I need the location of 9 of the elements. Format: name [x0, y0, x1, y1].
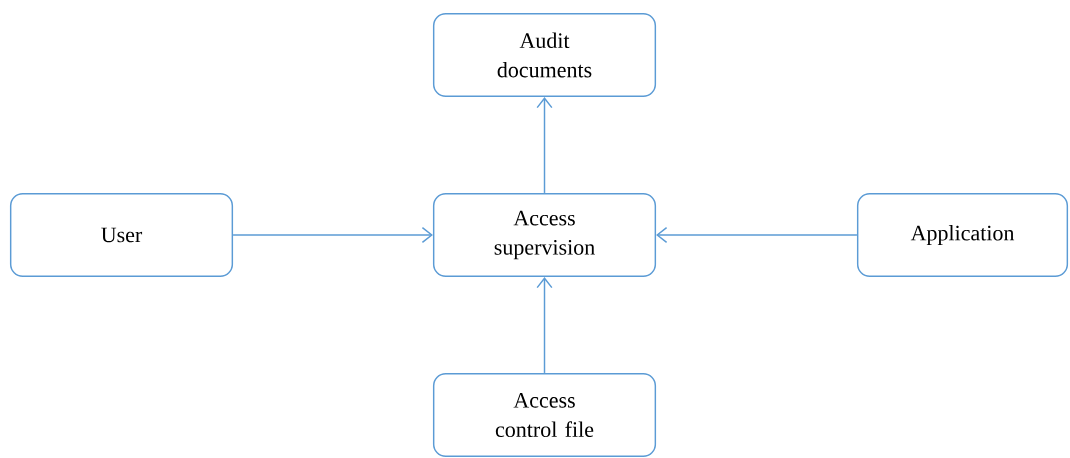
- process-box: User: [9, 192, 234, 278]
- process-box: Audit documents: [432, 12, 657, 98]
- process-box: Application: [856, 192, 1069, 278]
- arrow: [536, 97, 553, 194]
- arrow: [232, 226, 433, 244]
- process-box: Access control file: [432, 372, 657, 458]
- arrow: [536, 277, 553, 374]
- process-box: Access supervision: [432, 192, 657, 278]
- arrow: [656, 226, 858, 244]
